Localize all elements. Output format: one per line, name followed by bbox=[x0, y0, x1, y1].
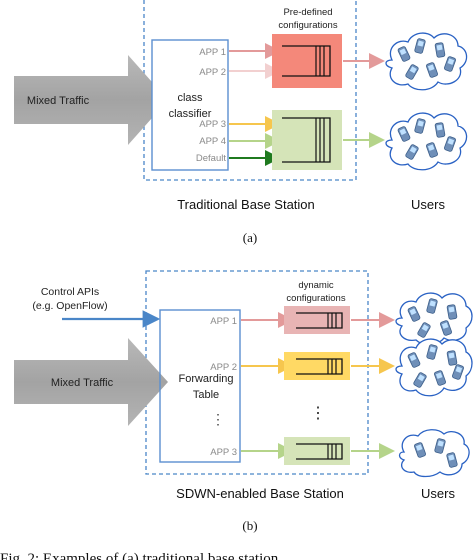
user-cloud-2-b bbox=[395, 338, 473, 397]
queue-note-line2-b: configurations bbox=[286, 293, 345, 304]
port-label-app3-b: APP 3 bbox=[210, 447, 237, 458]
base-station-label-b: SDWN-enabled Base Station bbox=[176, 486, 344, 501]
control-label-line2: (e.g. OpenFlow) bbox=[32, 300, 107, 312]
mixed-traffic-arrow-b bbox=[14, 338, 168, 426]
port-label-app2-b: APP 2 bbox=[210, 362, 237, 373]
caption-b: (b) bbox=[242, 518, 257, 533]
classifier-box bbox=[151, 39, 229, 171]
port-label-app2-a: APP 2 bbox=[199, 67, 226, 78]
panel-b: Control APIs (e.g. OpenFlow) Mixed Traff… bbox=[14, 270, 473, 533]
user-cloud-1-b bbox=[395, 292, 473, 345]
port-label-app3-a: APP 3 bbox=[199, 119, 226, 130]
user-cloud-1-a bbox=[385, 32, 468, 91]
port-label-app1-a: APP 1 bbox=[199, 47, 226, 58]
base-station-frame-b bbox=[145, 270, 369, 475]
queue-yellow-b bbox=[284, 352, 350, 380]
user-cloud-3-b bbox=[398, 429, 470, 478]
queue-green-b bbox=[284, 437, 350, 465]
control-label-line1: Control APIs bbox=[41, 286, 99, 298]
figure-caption-fragment: Fig. 2: Examples of (a) traditional base… bbox=[0, 551, 279, 560]
port-label-app4-a: APP 4 bbox=[199, 136, 226, 147]
caption-a: (a) bbox=[243, 230, 257, 245]
queue-green-a bbox=[272, 110, 342, 170]
queue-note-line1-a: Pre-defined bbox=[283, 7, 332, 18]
mixed-traffic-label-a: Mixed Traffic bbox=[27, 95, 90, 107]
users-label-b: Users bbox=[421, 486, 455, 501]
queue-note-line1-b: dynamic bbox=[298, 280, 334, 291]
users-label-a: Users bbox=[411, 197, 445, 212]
classifier-label-line1: class bbox=[177, 92, 203, 104]
classifier-label-line2: classifier bbox=[169, 108, 212, 120]
ellipsis-table: ⋮ bbox=[211, 411, 225, 427]
forwarding-table-label-line2: Table bbox=[193, 389, 219, 401]
base-station-label-a: Traditional Base Station bbox=[177, 197, 315, 212]
queue-note-line2-a: configurations bbox=[278, 20, 337, 31]
user-cloud-2-a bbox=[385, 112, 468, 171]
port-label-default-a: Default bbox=[196, 153, 226, 164]
mixed-traffic-label-b: Mixed Traffic bbox=[51, 377, 114, 389]
panel-a: Mixed Traffic class classifier APP 1 APP… bbox=[14, 0, 468, 245]
queue-red-a bbox=[272, 34, 342, 88]
mixed-traffic-arrow-a bbox=[14, 55, 168, 145]
port-label-app1-b: APP 1 bbox=[210, 316, 237, 327]
ellipsis-queues: ⋮ bbox=[310, 405, 326, 422]
queue-pink-b bbox=[284, 306, 350, 334]
forwarding-table-box bbox=[159, 309, 241, 463]
forwarding-table-label-line1: Forwarding bbox=[178, 373, 233, 385]
